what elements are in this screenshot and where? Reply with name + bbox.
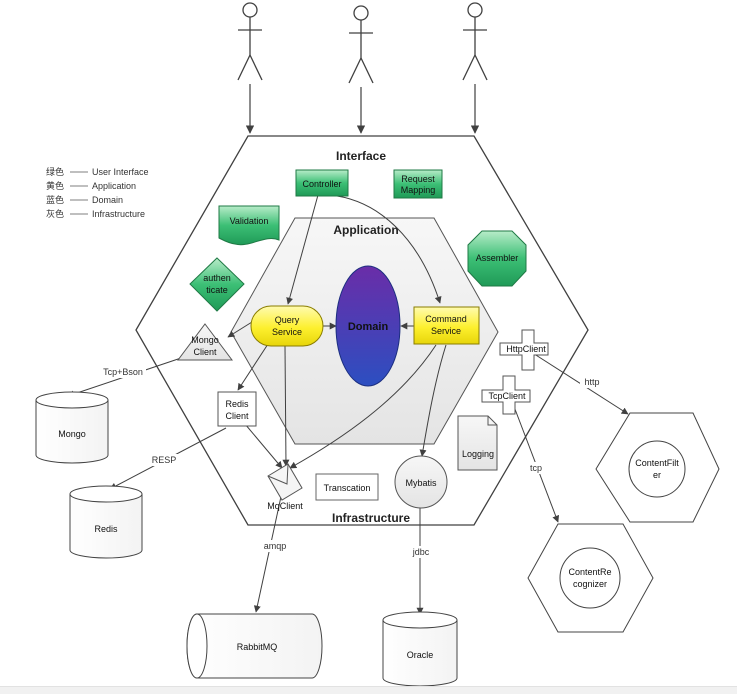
controller-node: Controller — [295, 169, 349, 197]
actor-2 — [348, 5, 374, 84]
mongo-client-node: Mongo Client — [177, 323, 233, 361]
content-recognizer-label-2: cognizer — [573, 579, 607, 589]
controller-label: Controller — [302, 179, 341, 189]
authenticate-label-2: ticate — [206, 285, 228, 295]
content-recognizer-service: ContentRe cognizer — [527, 523, 654, 633]
content-recognizer-label-1: ContentRe — [568, 567, 611, 577]
redis-client-node: Redis Client — [217, 391, 257, 427]
rabbitmq-label: RabbitMQ — [237, 642, 278, 652]
request-mapping-label-1: Request — [401, 174, 435, 184]
edge-labels: Tcp+Bson RESP amqp jdbc http tcp — [100, 366, 604, 558]
mq-client-node: MqClient — [267, 463, 303, 511]
infrastructure-title: Infrastructure — [332, 511, 410, 525]
legend: 绿色 User Interface 黄色 Application 蓝色 Doma… — [46, 166, 149, 219]
legend-label-1: Application — [92, 181, 136, 191]
legend-color-3: 灰色 — [46, 208, 64, 219]
validation-node: Validation — [218, 205, 280, 246]
content-filter-label-2: er — [653, 470, 661, 480]
legend-color-1: 黄色 — [46, 180, 64, 191]
query-service-label-2: Service — [272, 327, 302, 337]
mq-client-label: MqClient — [267, 501, 303, 511]
edge-label-resp: RESP — [152, 455, 177, 465]
actor-3 — [462, 2, 488, 81]
http-client-node: HttpClient — [499, 329, 549, 371]
domain-label: Domain — [348, 321, 389, 333]
envelope-icon — [267, 463, 303, 501]
edge-label-jdbc: jdbc — [412, 547, 430, 557]
validation-label: Validation — [230, 216, 269, 226]
transcation-label: Transcation — [324, 483, 371, 493]
redis-client-label-2: Client — [225, 411, 249, 421]
actor-arrows — [245, 84, 480, 134]
redis-database: Redis — [69, 485, 143, 559]
interface-title: Interface — [336, 149, 386, 163]
bottom-scroll-edge — [0, 686, 737, 694]
edge-label-tcp-bson: Tcp+Bson — [103, 367, 143, 377]
request-mapping-node: Request Mapping — [393, 169, 443, 199]
internal-connectors — [227, 194, 447, 469]
logging-label: Logging — [462, 449, 494, 459]
tcp-client-label: TcpClient — [488, 391, 526, 401]
authenticate-node: authen ticate — [189, 257, 245, 312]
legend-color-2: 蓝色 — [46, 194, 64, 205]
mongo-database: Mongo — [35, 391, 109, 464]
oracle-label: Oracle — [407, 650, 434, 660]
oracle-database: Oracle — [382, 611, 458, 686]
legend-label-2: Domain — [92, 195, 123, 205]
application-title: Application — [333, 223, 398, 237]
query-service-node: Query Service — [250, 305, 324, 347]
request-mapping-label-2: Mapping — [401, 185, 436, 195]
command-service-label-1: Command — [425, 314, 467, 324]
transcation-node: Transcation — [315, 473, 379, 501]
authenticate-label-1: authen — [203, 273, 231, 283]
mongo-label: Mongo — [58, 429, 86, 439]
mybatis-label: Mybatis — [405, 478, 437, 488]
mongo-client-label-2: Client — [193, 347, 217, 357]
command-service-label-2: Service — [431, 326, 461, 336]
edge-label-tcp: tcp — [530, 463, 542, 473]
content-filter-service: ContentFilt er — [595, 412, 720, 523]
content-filter-label-1: ContentFilt — [635, 458, 679, 468]
domain-node: Domain — [335, 265, 401, 387]
legend-label-0: User Interface — [92, 167, 149, 177]
actor-1 — [237, 2, 263, 81]
mongo-client-label-1: Mongo — [191, 335, 219, 345]
assembler-node: Assembler — [467, 230, 527, 287]
query-service-label-1: Query — [275, 315, 300, 325]
command-service-node: Command Service — [413, 306, 480, 345]
redis-client-label-1: Redis — [225, 399, 249, 409]
mybatis-node: Mybatis — [394, 455, 448, 509]
edge-label-amqp: amqp — [264, 541, 287, 551]
tcp-client-node: TcpClient — [481, 375, 531, 415]
edge-label-http: http — [584, 377, 599, 387]
legend-label-3: Infrastructure — [92, 209, 145, 219]
redis-label: Redis — [94, 524, 118, 534]
assembler-label: Assembler — [476, 253, 519, 263]
logging-node: Logging — [457, 415, 498, 471]
http-client-label: HttpClient — [506, 344, 546, 354]
legend-color-0: 绿色 — [46, 166, 64, 177]
rabbitmq-queue: RabbitMQ — [186, 613, 323, 679]
